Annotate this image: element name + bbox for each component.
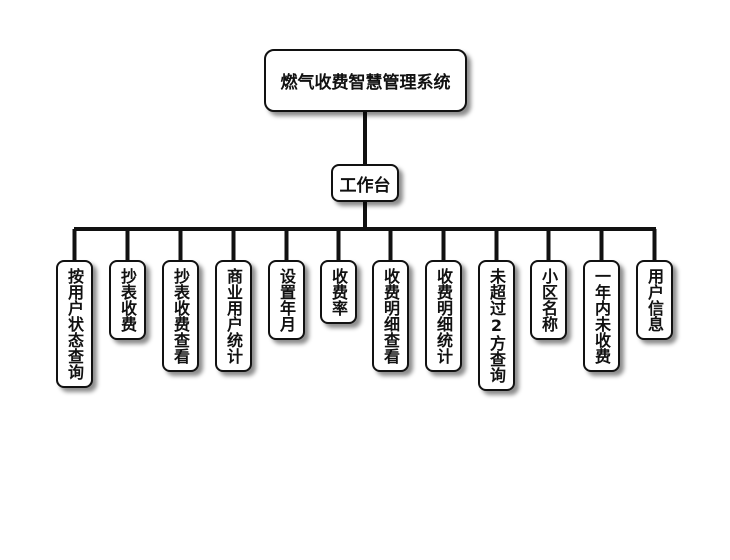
leaf-node-8: 收费明细统计 [425, 260, 462, 372]
leaf-node-label: 设置年月 [277, 268, 296, 332]
leaf-node-label: 未超过2方查询 [487, 268, 506, 383]
leaf-node-label: 收费明细统计 [434, 268, 453, 364]
leaf-node-7: 收费明细查看 [372, 260, 409, 372]
leaf-node-5: 设置年月 [268, 260, 305, 340]
leaf-node-label: 一年内未收费 [592, 268, 611, 364]
leaf-node-11: 一年内未收费 [583, 260, 620, 372]
leaf-node-label: 小区名称 [539, 268, 558, 332]
leaf-node-label: 用户信息 [645, 268, 664, 332]
leaf-node-label: 抄表收费 [118, 268, 137, 332]
leaf-node-1: 按用户状态查询 [56, 260, 93, 388]
leaf-node-label: 按用户状态查询 [65, 268, 84, 380]
hub-node-label: 工作台 [339, 175, 391, 196]
leaf-node-label: 商业用户统计 [224, 268, 243, 364]
hub-node: 工作台 [331, 164, 399, 202]
leaf-node-label: 收费率 [329, 268, 348, 316]
leaf-node-2: 抄表收费 [109, 260, 146, 340]
leaf-node-label: 抄表收费查看 [171, 268, 190, 364]
leaf-node-9: 未超过2方查询 [478, 260, 515, 391]
leaf-node-3: 抄表收费查看 [162, 260, 199, 372]
leaf-node-10: 小区名称 [530, 260, 567, 340]
leaf-node-4: 商业用户统计 [215, 260, 252, 372]
leaf-drop-lines [72, 229, 657, 260]
leaf-node-label: 收费明细查看 [381, 268, 400, 364]
leaf-node-6: 收费率 [320, 260, 357, 324]
root-node: 燃气收费智慧管理系统 [264, 49, 467, 112]
root-node-label: 燃气收费智慧管理系统 [280, 73, 451, 93]
leaf-node-12: 用户信息 [636, 260, 673, 340]
